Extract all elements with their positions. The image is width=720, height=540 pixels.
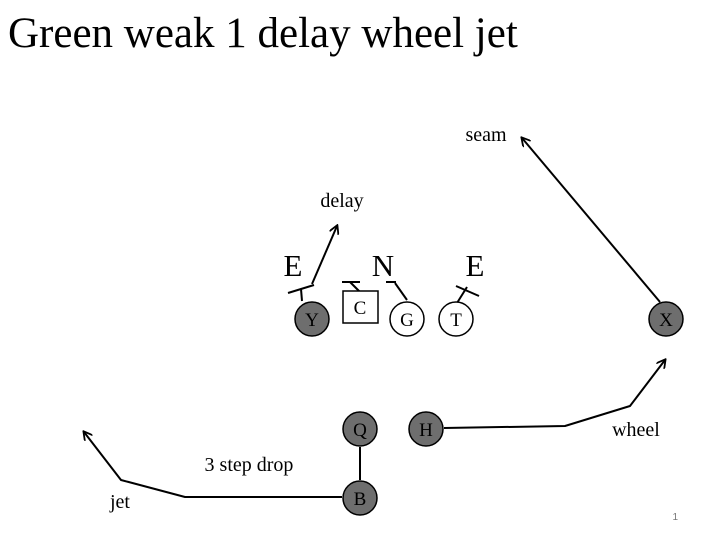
drop-label: 3 step drop [205,454,294,476]
player-g-label: G [400,310,414,331]
g-block-mark [386,281,408,301]
play-title: Green weak 1 delay wheel jet [8,10,518,57]
page-number: 1 [672,512,678,523]
player-b: B [342,480,378,516]
player-t-label: T [450,310,462,331]
delay-route [311,226,337,285]
y-block-mark [287,284,315,302]
player-q-label: Q [353,420,367,441]
player-g: G [389,301,425,337]
player-h-label: H [419,420,433,441]
wheel-route [443,360,665,429]
left-end-defender: E [284,248,303,283]
player-y: Y [294,301,330,337]
player-x-label: X [659,310,673,331]
nose-defender: N [372,248,394,283]
delay-label: delay [320,190,363,212]
t-block-mark [455,285,480,304]
jet-route [84,432,342,498]
jet-label: jet [109,491,130,513]
seam-route [522,138,661,303]
player-t: T [438,301,474,337]
wheel-label: wheel [612,419,660,441]
player-x: X [648,301,684,337]
player-c: C [342,290,379,324]
player-y-label: Y [305,310,319,331]
player-q: Q [342,411,378,447]
player-c-label: C [354,298,367,319]
seam-label: seam [465,124,507,146]
player-h: H [408,411,444,447]
player-b-label: B [354,489,367,510]
right-end-defender: E [466,248,485,283]
